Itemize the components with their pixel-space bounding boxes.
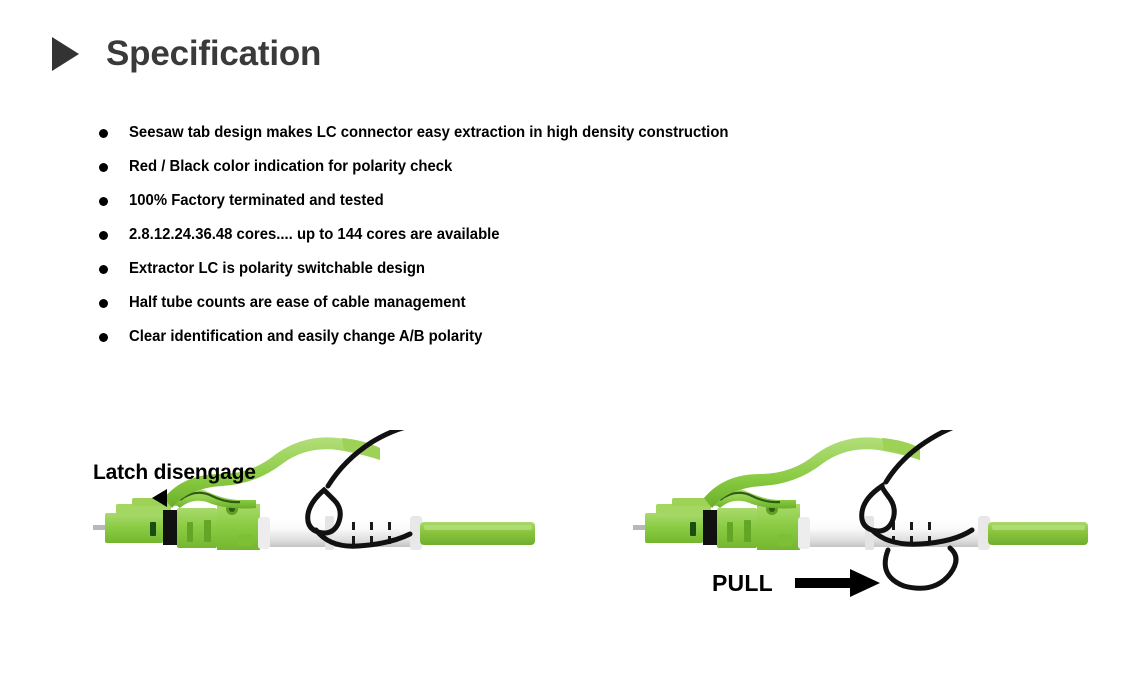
list-item: Seesaw tab design makes LC connector eas…: [99, 124, 999, 158]
connector-front-body: [105, 513, 163, 543]
index-finger-outline: [859, 481, 897, 534]
tube-tick-mark: [352, 522, 355, 530]
finger-upper-outline: [325, 430, 405, 489]
list-item: Half tube counts are ease of cable manag…: [99, 294, 999, 328]
latch-hook-shadow: [719, 491, 781, 504]
list-item-label: 100% Factory terminated and tested: [129, 192, 384, 209]
connector-key-slot: [150, 522, 156, 536]
tube-tick-mark: [910, 522, 913, 530]
figure-pull: [620, 430, 1100, 630]
list-item-label: Seesaw tab design makes LC connector eas…: [129, 124, 729, 141]
housing-groove-1: [727, 522, 733, 542]
lc-connector-illustration-left: [93, 430, 535, 550]
page-title: Specification: [106, 34, 322, 73]
housing-groove-2: [204, 520, 211, 542]
list-item-label: Extractor LC is polarity switchable desi…: [129, 260, 426, 277]
tube-tick-mark: [370, 522, 373, 530]
lc-connector-illustration-right: [633, 430, 1088, 591]
triangle-left-icon: [152, 489, 167, 507]
list-item-label: Red / Black color indication for polarit…: [129, 158, 453, 175]
list-item-label: 2.8.12.24.36.48 cores.... up to 144 core…: [129, 226, 500, 243]
tube-tick-mark: [928, 522, 931, 530]
connector-key-slot: [690, 522, 696, 536]
thumb-outline: [882, 545, 959, 591]
pull-label: PULL: [712, 569, 773, 596]
tube-tick-mark: [370, 536, 373, 544]
strain-relief-tube: [260, 519, 420, 547]
specification-list: Seesaw tab design makes LC connector eas…: [99, 124, 999, 362]
extractor-notch: [238, 534, 252, 546]
latch-hook-shadow: [179, 491, 241, 504]
bullet-dot-icon: [99, 163, 108, 172]
list-item: Red / Black color indication for polarit…: [99, 158, 999, 192]
page-heading: Specification: [52, 36, 321, 71]
list-item-label: Half tube counts are ease of cable manag…: [129, 294, 466, 311]
list-item: 2.8.12.24.36.48 cores.... up to 144 core…: [99, 226, 999, 260]
bullet-dot-icon: [99, 265, 108, 274]
list-item-label: Clear identification and easily change A…: [129, 328, 483, 345]
tube-tick-mark: [928, 536, 931, 544]
bullet-dot-icon: [99, 299, 108, 308]
figure-latch-disengage: [80, 430, 560, 630]
tube-tick-mark: [892, 522, 895, 530]
bullet-dot-icon: [99, 333, 108, 342]
bullet-dot-icon: [99, 231, 108, 240]
cable-highlight: [992, 525, 1085, 530]
housing-groove-2: [744, 520, 751, 542]
finger-upper-outline: [883, 430, 954, 485]
tube-collar-front: [258, 517, 270, 549]
triangle-right-icon: [52, 36, 79, 71]
polarity-band: [163, 510, 177, 545]
tube-tick-mark: [388, 522, 391, 530]
index-finger-outline: [305, 486, 343, 536]
bullet-dot-icon: [99, 197, 108, 206]
list-item: Clear identification and easily change A…: [99, 328, 999, 362]
tube-tick-mark: [910, 536, 913, 544]
extractor-notch: [778, 534, 792, 546]
middle-finger-outline: [869, 527, 975, 547]
bullet-dot-icon: [99, 129, 108, 138]
connector-front-top-rail: [656, 504, 711, 514]
thumb-outline: [313, 527, 413, 549]
housing-groove-1: [187, 522, 193, 542]
cable-highlight: [424, 525, 532, 530]
tube-collar-rear: [410, 516, 422, 550]
ferrule-pin: [633, 525, 646, 530]
tube-collar-front: [798, 517, 810, 549]
latch-disengage-label: Latch disengage: [93, 461, 256, 484]
connector-front-body: [645, 513, 703, 543]
ferrule-pin: [93, 525, 106, 530]
arrow-right-icon: [794, 569, 880, 597]
polarity-band: [703, 510, 717, 545]
pull-callout: PULL: [712, 568, 880, 598]
list-item: 100% Factory terminated and tested: [99, 192, 999, 226]
tube-collar-rear: [978, 516, 990, 550]
tube-tick-mark: [352, 536, 355, 544]
list-item: Extractor LC is polarity switchable desi…: [99, 260, 999, 294]
